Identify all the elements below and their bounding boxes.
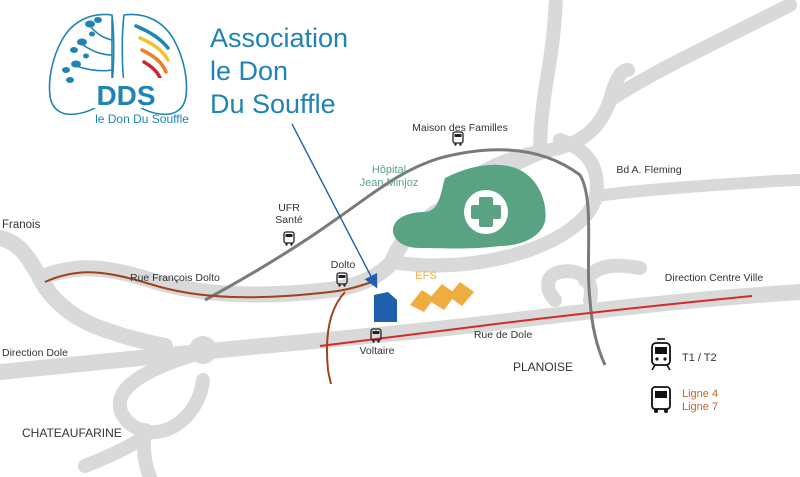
- label-rue-francois-dolto: Rue François Dolto: [130, 272, 220, 284]
- label-planoise: PLANOISE: [513, 360, 573, 374]
- label-stop-voltaire: Voltaire: [359, 345, 394, 357]
- label-ufr-line1: UFR: [278, 202, 300, 214]
- title-line3: Du Souffle: [210, 89, 336, 119]
- label-direction-centre-ville: Direction Centre Ville: [665, 272, 764, 284]
- bus-icon: [336, 272, 348, 287]
- bus-icon: [283, 231, 295, 246]
- bus-icon: [452, 131, 464, 146]
- road-hospital-loop: [385, 133, 604, 273]
- leaf-cluster: [62, 17, 102, 83]
- label-hopital-line1: Hôpital: [372, 164, 406, 176]
- map-labels: Franois Rue François Dolto UFR Santé Mai…: [2, 122, 763, 440]
- label-ufr-line2: Santé: [275, 214, 303, 226]
- road-north-2: [603, 0, 797, 107]
- tram-line-t1-t2: [204, 148, 607, 366]
- pointer-arrow: [291, 123, 378, 289]
- road-north-1: [533, 0, 563, 159]
- legend-bus-line7: Ligne 7: [682, 401, 718, 413]
- road-east-loop-up: [578, 258, 647, 287]
- label-stop-dolto: Dolto: [331, 259, 356, 271]
- bus-line-dolto-south: [325, 291, 346, 385]
- label-efs: EFS: [415, 270, 436, 282]
- label-franois: Franois: [2, 219, 41, 231]
- logo-tagline: le Don Du Souffle: [95, 112, 189, 126]
- hospital-cross-icon: [471, 197, 501, 227]
- breath-arc-orange: [140, 48, 168, 74]
- bus-icon: [651, 386, 671, 413]
- title-line1: Association: [210, 23, 348, 53]
- legend-tram-label: T1 / T2: [682, 352, 717, 364]
- dds-building: [374, 292, 397, 322]
- tram-icon: [651, 338, 671, 371]
- label-chateaufarine: CHATEAUFARINE: [22, 426, 122, 440]
- efs-building: [410, 282, 474, 312]
- road-fleming: [590, 174, 800, 202]
- label-rue-de-dole: Rue de Dole: [474, 329, 533, 341]
- breath-arc-blue: [134, 24, 170, 50]
- label-direction-dole: Direction Dole: [2, 347, 68, 359]
- bus-icon: [370, 328, 382, 343]
- label-bd-fleming: Bd A. Fleming: [616, 164, 682, 176]
- label-maison-des-familles: Maison des Familles: [412, 122, 508, 134]
- road-main-dole: [0, 284, 800, 380]
- road-franois-loop: [0, 230, 173, 354]
- dds-logo: DDS le Don Du Souffle: [48, 13, 189, 126]
- title-line2: le Don: [210, 56, 288, 86]
- breath-arc-yellow: [138, 36, 170, 62]
- road-chateaufarine-loop: [112, 345, 210, 440]
- label-hopital-line2: Jean Minjoz: [360, 177, 419, 189]
- logo-acronym: DDS: [96, 80, 155, 111]
- legend-bus-line4: Ligne 4: [682, 388, 718, 400]
- association-title: Association le Don Du Souffle: [210, 23, 348, 119]
- bus-line-dolto: [44, 271, 373, 299]
- road-southwest-2: [136, 423, 157, 477]
- legend: T1 / T2 Ligne 4 Ligne 7: [651, 338, 718, 413]
